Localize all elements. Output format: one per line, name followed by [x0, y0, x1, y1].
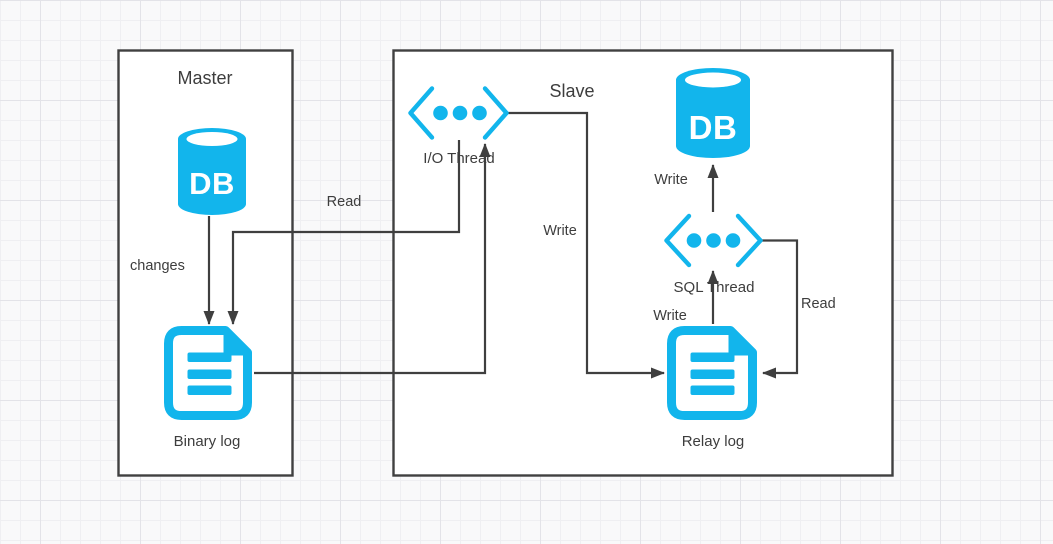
thread-dot-icon: [472, 105, 487, 121]
database-icon: [178, 128, 246, 215]
thread-dot-icon: [725, 233, 741, 248]
edge-io-thread-to-relay-log: [508, 111, 665, 379]
edges: changes Read Write Write Read Write: [130, 111, 836, 379]
node-sql-thread: SQL Thread: [664, 213, 763, 296]
angle-bracket-left-icon: [408, 86, 435, 140]
binary-log-label: Binary log: [174, 433, 241, 450]
edge-sql-thread-to-relay-log: [761, 239, 799, 379]
document-line-icon: [690, 385, 735, 395]
edge-label-changes: changes: [130, 258, 185, 274]
node-io-thread: I/O Thread: [408, 86, 509, 167]
edge-binary-log-to-io-thread: [254, 143, 491, 375]
edge-label-write-relay: Write: [543, 223, 577, 239]
angle-bracket-right-icon: [482, 86, 509, 140]
sql-thread-label: SQL Thread: [674, 279, 755, 296]
edge-label-read-relay: Read: [801, 296, 836, 312]
edge-label-read-binlog: Read: [327, 194, 362, 210]
document-line-icon: [187, 369, 232, 379]
slave-container: Slave: [392, 49, 894, 477]
thread-dot-icon: [706, 233, 721, 248]
database-icon: [676, 68, 750, 158]
slave-title: Slave: [549, 81, 594, 101]
thread-dot-icon: [433, 105, 448, 121]
io-thread-label: I/O Thread: [423, 150, 494, 167]
thread-dot-icon: [686, 233, 702, 248]
node-binary-log: Binary log: [164, 326, 252, 450]
document-line-icon: [187, 385, 232, 395]
node-relay-log: Relay log: [667, 326, 757, 450]
edge-label-write-db: Write: [654, 172, 688, 188]
node-slave-db: DB: [676, 68, 750, 158]
edge-label-write-sql: Write: [653, 308, 687, 324]
database-top-icon: [685, 72, 741, 88]
document-line-icon: [690, 369, 735, 379]
master-db-label: DB: [189, 166, 235, 201]
relay-log-label: Relay log: [682, 433, 745, 450]
slave-db-label: DB: [689, 109, 738, 146]
edge-io-thread-to-binary-log: [227, 140, 461, 325]
angle-bracket-right-icon: [735, 213, 763, 268]
node-master-db: DB: [178, 128, 246, 215]
slave-box: [392, 49, 894, 477]
angle-bracket-left-icon: [664, 213, 692, 268]
document-line-icon: [690, 352, 735, 362]
database-top-icon: [186, 132, 238, 146]
document-fold-icon: [728, 328, 756, 356]
master-title: Master: [177, 68, 232, 88]
document-line-icon: [187, 352, 232, 362]
document-fold-icon: [223, 328, 251, 356]
thread-dot-icon: [452, 105, 468, 121]
